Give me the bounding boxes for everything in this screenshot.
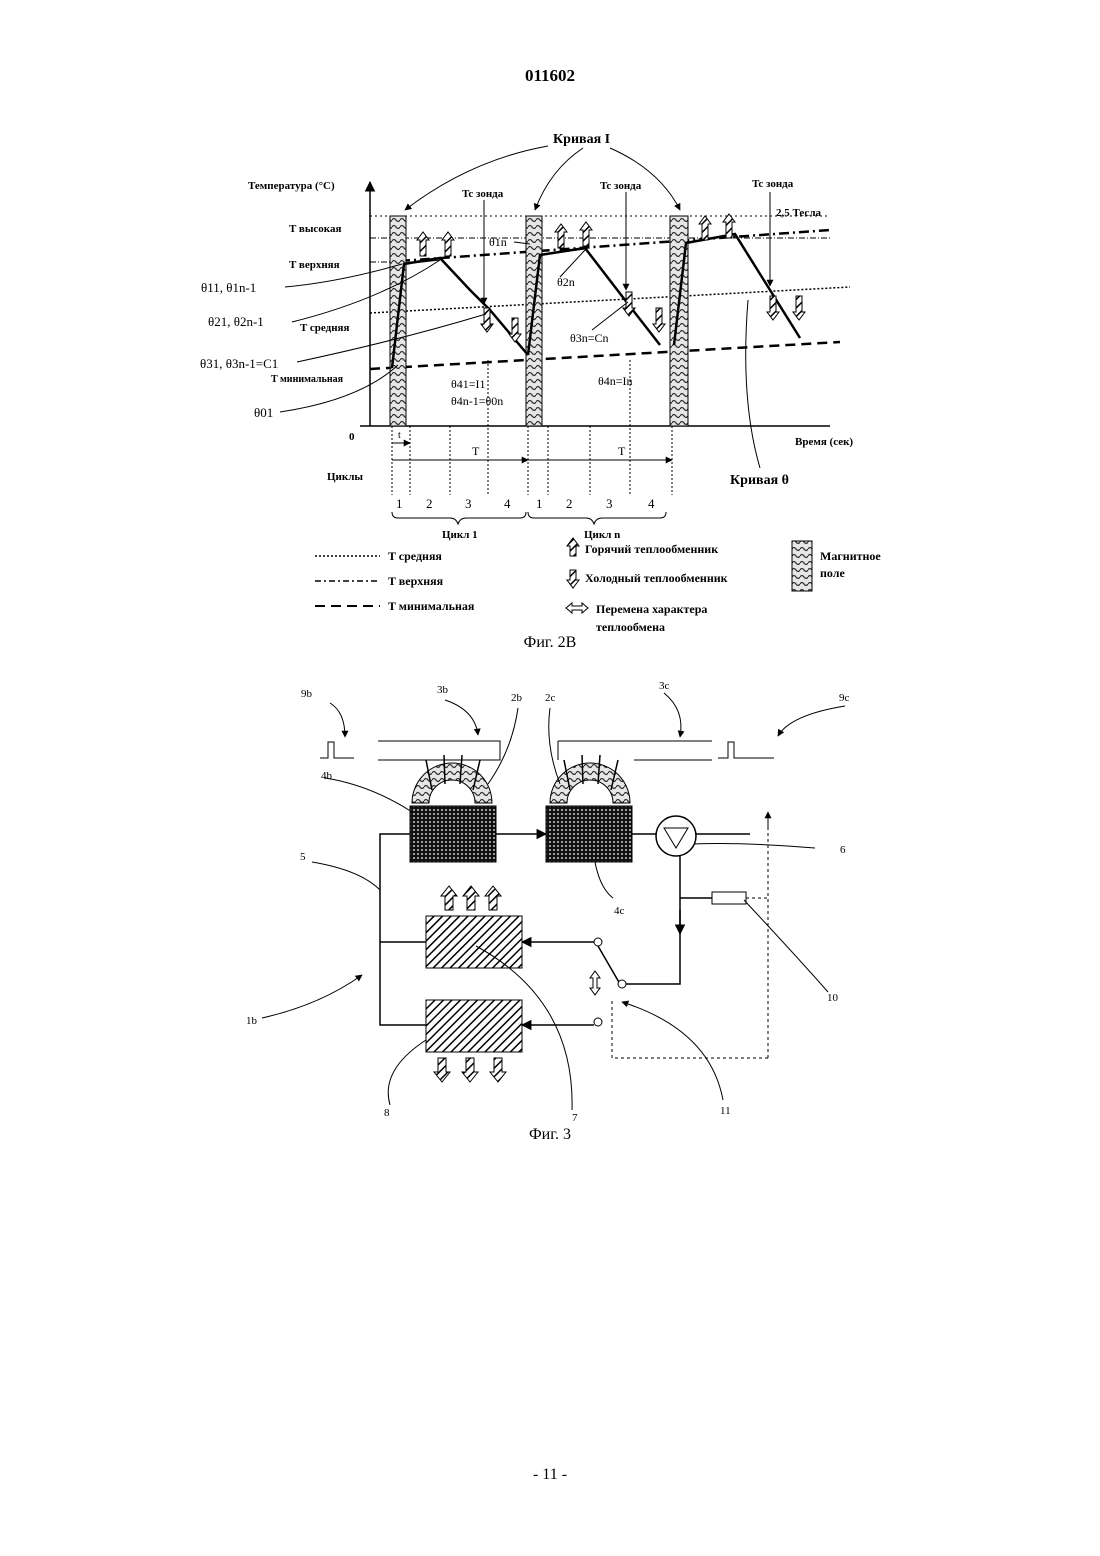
label-9b: 9b — [301, 688, 313, 700]
legend-cold: Холодный теплообменник — [585, 571, 728, 585]
label-4c: 4c — [614, 905, 625, 917]
phase-number: 4 — [504, 496, 511, 511]
magnet-2c — [550, 763, 630, 803]
label-6: 6 — [840, 844, 846, 856]
page-number: - 11 - — [0, 1466, 1100, 1484]
magnet-field-icon — [792, 541, 812, 591]
label-1b: 1b — [246, 1015, 258, 1027]
phase-number: 4 — [648, 496, 655, 511]
block-4b — [410, 806, 496, 862]
t-min-line — [370, 342, 840, 369]
phase-number: 1 — [536, 496, 543, 511]
probe-label-1: Tc зонда — [462, 188, 504, 200]
cycles-label: Циклы — [327, 471, 363, 483]
chart-axes — [360, 182, 830, 426]
label-2c: 2c — [545, 692, 556, 704]
legend-hot: Горячий теплообменник — [585, 542, 718, 556]
magnet-2b — [412, 763, 492, 803]
curve-i-label: Кривая I — [553, 132, 610, 147]
probe-label-2: Tc зонда — [600, 180, 642, 192]
pulse-9c — [718, 742, 774, 758]
phase-number: 3 — [465, 496, 472, 511]
cold-exchanger-8 — [426, 1000, 522, 1052]
probe-label-3: Tc зонда — [752, 178, 794, 190]
label-7: 7 — [572, 1112, 578, 1124]
cold-arrow-icon — [567, 570, 579, 588]
figure-2b-caption: Фиг. 2В — [0, 634, 1100, 652]
legend-min: T минимальная — [388, 599, 475, 613]
figure-3-caption: Фиг. 3 — [0, 1126, 1100, 1144]
channel-3b — [378, 741, 500, 760]
fig3-leaders — [262, 693, 845, 1110]
level-min-label: T минимальная — [271, 374, 344, 385]
theta3n-label: θ3n=Cn — [570, 331, 609, 345]
switch-arrow-icon — [566, 603, 588, 613]
phase-number: 2 — [566, 496, 573, 511]
x-axis-label: Время (сек) — [795, 436, 853, 448]
legend-switch-2: теплообмена — [596, 620, 665, 634]
block-4c — [546, 806, 632, 862]
theta41-label: θ41=I1 — [451, 377, 486, 391]
label-5: 5 — [300, 851, 306, 863]
y-axis-label: Температура (°C) — [248, 180, 335, 192]
theta2n-label: θ2n — [557, 275, 575, 289]
level-mid-label: T средняя — [300, 322, 349, 334]
switch-icon — [590, 971, 600, 995]
phase-number: 3 — [606, 496, 613, 511]
fig3-hot-arrows — [441, 886, 501, 910]
fig3-cold-arrows — [434, 1058, 506, 1082]
theta31-label: θ31, θ3n-1=C1 — [200, 356, 278, 371]
theta4n1-label: θ4n-1=θ0n — [451, 394, 503, 408]
theta1n-label: θ1n — [489, 235, 507, 249]
level-lines — [370, 216, 850, 369]
theta21-label: θ21, θ2n-1 — [208, 314, 264, 329]
legend-magnet-1: Магнитное — [820, 549, 881, 563]
legend-switch-1: Перемена характера — [596, 602, 707, 616]
magnetic-field-blocks — [390, 216, 688, 426]
label-9c: 9c — [839, 692, 850, 704]
cycle-label-1: Цикл 1 — [442, 529, 478, 541]
hot-exchanger-7 — [426, 916, 522, 968]
period-label-2: T — [618, 444, 626, 458]
t-mid-line — [370, 287, 850, 313]
cycle-braces — [392, 512, 666, 524]
theta01-label: θ01 — [254, 405, 273, 420]
legend-upper: T верхняя — [388, 574, 444, 588]
origin-label: 0 — [349, 431, 355, 443]
t-upper-line — [400, 230, 830, 261]
label-10: 10 — [827, 992, 839, 1004]
label-3b: 3b — [437, 684, 449, 696]
curve-i-pointers — [405, 146, 680, 210]
label-11: 11 — [720, 1105, 731, 1117]
fig3-diagram: 9b 3b 2b 2c 3c 9c 4b 5 6 4c 1b 10 8 7 11 — [246, 680, 850, 1124]
t-label: t — [398, 430, 401, 441]
theta11-label: θ11, θ1n-1 — [201, 280, 256, 295]
period-label-1: T — [472, 444, 480, 458]
curve-theta-leader — [746, 300, 760, 468]
cycle-label-n: Цикл n — [584, 529, 620, 541]
curve-theta-label: Кривая θ — [730, 473, 789, 488]
label-3c: 3c — [659, 680, 670, 692]
legend: T средняя T верхняя T минимальная Горячи… — [315, 538, 881, 634]
label-8: 8 — [384, 1107, 390, 1119]
label-2b: 2b — [511, 692, 523, 704]
sensor-10 — [712, 892, 746, 904]
phase-number: 2 — [426, 496, 433, 511]
legend-mid: T средняя — [388, 549, 442, 563]
phase-number: 1 — [396, 496, 403, 511]
label-4b: 4b — [321, 770, 333, 782]
legend-magnet-2: поле — [820, 566, 845, 580]
level-high-label: T высокая — [289, 223, 341, 235]
pulse-9b — [320, 742, 354, 758]
level-upper-label: T верхняя — [289, 259, 340, 271]
hot-arrow-icon — [567, 538, 579, 556]
theta4n-label: θ4n=In — [598, 374, 633, 388]
pump-6 — [656, 816, 696, 856]
tesla-label: 2,5 Тесла — [776, 207, 821, 219]
control-line — [612, 818, 768, 1058]
